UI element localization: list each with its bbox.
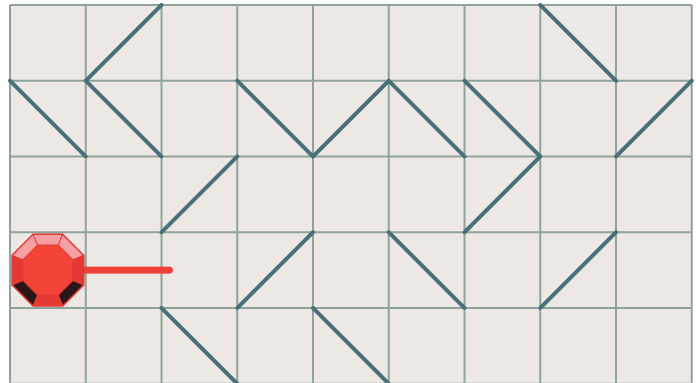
red-octagon-gem-icon[interactable] (12, 235, 83, 306)
grid-cell[interactable] (10, 5, 86, 81)
emitter-layer (12, 235, 83, 306)
grid-cell[interactable] (540, 308, 616, 383)
grid-cell[interactable] (313, 157, 389, 233)
grid-cell[interactable] (540, 81, 616, 157)
gem-facet (33, 295, 62, 306)
grid-cell[interactable] (389, 308, 465, 383)
gem-facet (33, 235, 62, 246)
grid-cell[interactable] (162, 5, 238, 81)
grid-cell[interactable] (540, 157, 616, 233)
grid-cell[interactable] (237, 5, 313, 81)
gem-facet (73, 255, 84, 284)
grid-cell[interactable] (162, 81, 238, 157)
grid-cell[interactable] (237, 308, 313, 383)
grid-cell[interactable] (389, 157, 465, 233)
grid-cell[interactable] (616, 308, 692, 383)
grid-cell[interactable] (10, 157, 86, 233)
gem-center (23, 245, 73, 295)
grid-cell[interactable] (616, 157, 692, 233)
grid-cell[interactable] (465, 232, 541, 308)
grid-cell[interactable] (86, 157, 162, 233)
grid-cell[interactable] (313, 232, 389, 308)
cells-layer (10, 5, 692, 383)
grid-cell[interactable] (465, 308, 541, 383)
grid-cell[interactable] (10, 308, 86, 383)
gem-facet (12, 255, 23, 284)
grid-cell[interactable] (616, 5, 692, 81)
grid-cell[interactable] (237, 157, 313, 233)
grid-cell[interactable] (465, 5, 541, 81)
grid-cell[interactable] (313, 5, 389, 81)
grid-cell[interactable] (86, 308, 162, 383)
grid-cell[interactable] (389, 5, 465, 81)
grid-cell[interactable] (616, 232, 692, 308)
